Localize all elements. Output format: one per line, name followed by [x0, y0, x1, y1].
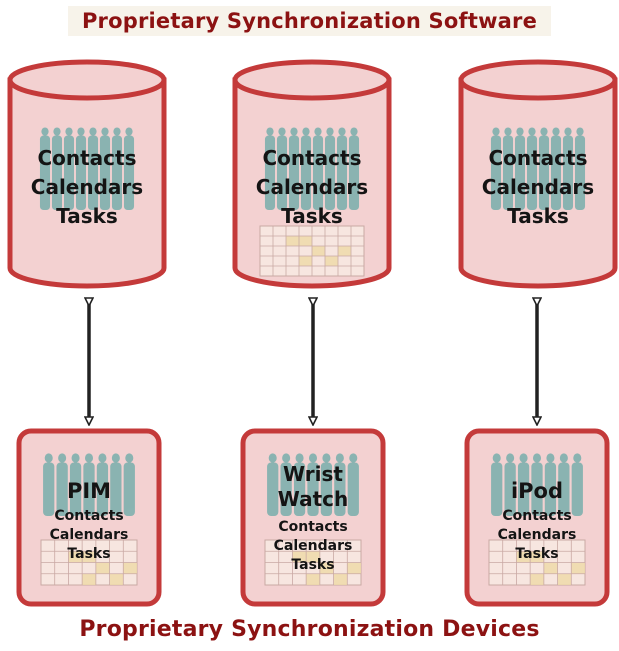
- database-line-2: Calendars: [482, 175, 594, 199]
- devices-title: Proprietary Synchronization Devices: [79, 617, 540, 642]
- software-title-text: Proprietary Synchronization Software: [67, 6, 552, 36]
- calendar-grid-icon: [264, 539, 362, 586]
- database-line-3: Tasks: [281, 204, 343, 228]
- people-icon: [490, 127, 586, 210]
- device-line-3: Tasks: [291, 557, 334, 573]
- calendar-grid-icon: [488, 539, 586, 586]
- device-line-1: Contacts: [278, 519, 347, 535]
- calendar-grid-icon: [40, 539, 138, 586]
- people-icon: [39, 127, 135, 210]
- database-icon: [7, 59, 167, 289]
- database-line-1: Contacts: [262, 146, 361, 170]
- arrow-layer: [89, 302, 537, 421]
- database-line-3: Tasks: [507, 204, 569, 228]
- people-icon: [267, 453, 359, 516]
- database-line-3: Tasks: [56, 204, 118, 228]
- people-icon: [491, 453, 583, 516]
- device-line-1: Contacts: [54, 508, 123, 524]
- database-line-2: Calendars: [31, 175, 143, 199]
- device-line-3: Tasks: [515, 546, 558, 562]
- device-line-2: Calendars: [274, 538, 353, 554]
- device-line-2: Calendars: [50, 527, 129, 543]
- database-line-1: Contacts: [37, 146, 136, 170]
- device-line-3: Tasks: [67, 546, 110, 562]
- software-title: Proprietary Synchronization Software: [0, 6, 619, 36]
- device-line-1: Contacts: [502, 508, 571, 524]
- calendar-grid-icon: [259, 225, 365, 277]
- people-icon: [43, 453, 135, 516]
- database-line-2: Calendars: [256, 175, 368, 199]
- database-layer: ContactsCalendarsTasksContactsCalendarsT…: [7, 59, 618, 289]
- device-line-2: Calendars: [498, 527, 577, 543]
- device-layer: PIMContactsCalendarsTasksWristWatchConta…: [16, 428, 610, 607]
- database-line-1: Contacts: [488, 146, 587, 170]
- people-icon: [264, 127, 360, 210]
- database-icon: [458, 59, 618, 289]
- device-title-line-1: Wrist: [283, 462, 343, 486]
- device-title-line-2: Watch: [278, 487, 349, 511]
- device-title: PIM: [67, 479, 111, 503]
- device-title: iPod: [511, 479, 563, 503]
